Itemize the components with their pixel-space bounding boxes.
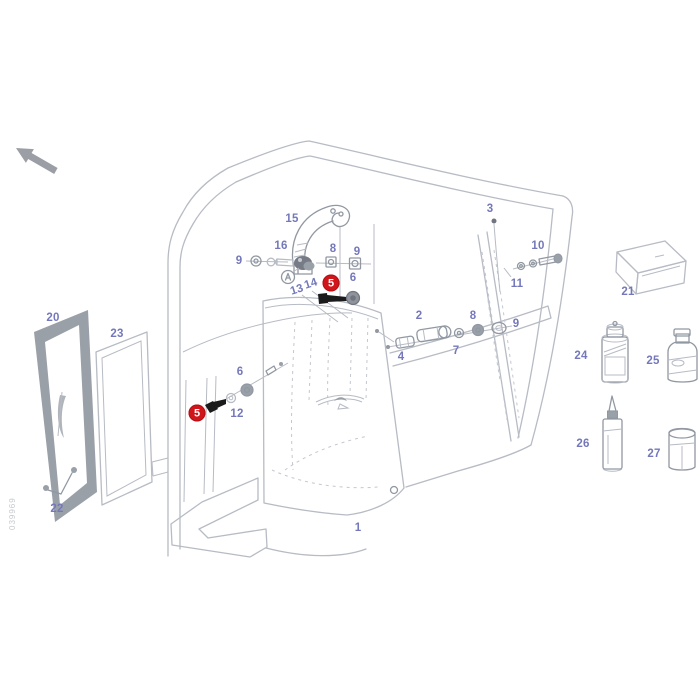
- callout-22[interactable]: 22: [50, 503, 64, 515]
- door-frame-outline: [151, 140, 574, 558]
- callout-27[interactable]: 27: [647, 448, 661, 460]
- callout-26[interactable]: 26: [576, 438, 590, 450]
- bird-logo-decal: [315, 394, 365, 410]
- spray-can-part-24: [601, 320, 629, 384]
- callout-6b[interactable]: 6: [236, 366, 244, 378]
- callout-21[interactable]: 21: [621, 286, 635, 298]
- window-seal-part-23: [95, 331, 153, 506]
- seal-glass-part-20: [34, 310, 97, 522]
- glass-hole: [389, 485, 399, 495]
- callout-25[interactable]: 25: [646, 355, 660, 367]
- callout-10[interactable]: 10: [531, 240, 545, 252]
- callout-7[interactable]: 7: [452, 345, 460, 357]
- screw-set-part-10: [503, 253, 563, 278]
- callout-23[interactable]: 23: [110, 328, 124, 340]
- callout-9b[interactable]: 9: [353, 246, 361, 258]
- lock-hardware-row: [245, 255, 372, 323]
- callout-4[interactable]: 4: [397, 351, 405, 363]
- canister-part-27: [668, 427, 696, 471]
- callout-11[interactable]: 11: [510, 278, 524, 290]
- callout-6a[interactable]: 6: [349, 272, 357, 284]
- bottle-part-25: [667, 328, 698, 383]
- callout-24[interactable]: 24: [574, 350, 588, 362]
- bumper-part-21: [615, 240, 687, 295]
- callout-8b[interactable]: 8: [469, 310, 477, 322]
- callout-20[interactable]: 20: [46, 312, 60, 324]
- clip-parts-22: [43, 467, 77, 495]
- callout-8a[interactable]: 8: [329, 243, 337, 255]
- callout-1[interactable]: 1: [354, 522, 362, 534]
- sheet-number-watermark: 039969: [8, 497, 17, 530]
- callout-9c[interactable]: 9: [512, 318, 520, 330]
- callout-2[interactable]: 2: [415, 310, 423, 322]
- callout-9a[interactable]: 9: [235, 255, 243, 267]
- pin-part-3: [491, 218, 501, 293]
- hinge-pin-assembly: [386, 321, 513, 349]
- direction-arrow-icon: [16, 148, 58, 174]
- callout-16[interactable]: 16: [274, 240, 288, 252]
- bolt-part-5-upper: [318, 290, 361, 306]
- callout-3[interactable]: 3: [486, 203, 494, 215]
- leader-part-11: [503, 267, 512, 278]
- selected-item-badge[interactable]: 5: [322, 274, 340, 292]
- callout-15[interactable]: 15: [285, 213, 299, 225]
- callout-12[interactable]: 12: [230, 408, 244, 420]
- grommet-part-14: [280, 269, 296, 285]
- lower-bolt-assembly: [205, 362, 289, 413]
- selected-item-badge[interactable]: 5: [188, 404, 206, 422]
- cartridge-part-26: [602, 395, 623, 472]
- door-glass-part-1: [262, 296, 405, 516]
